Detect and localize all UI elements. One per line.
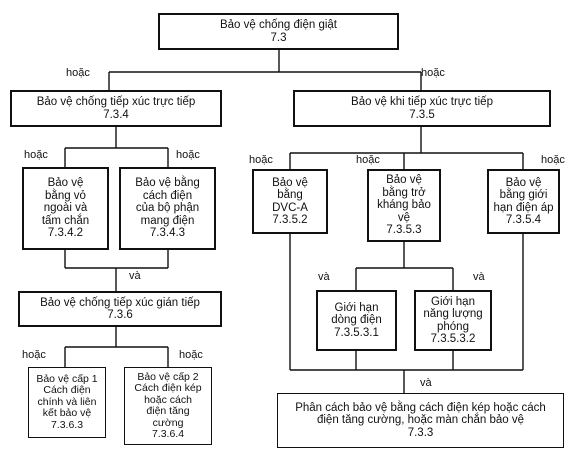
node-code: 7.3.5.2	[272, 214, 308, 226]
node-live-part-insulation: Bảo vệ bằng cách điện của bộ phận mang đ…	[119, 167, 216, 250]
node-code: 7.3.5.3.1	[334, 326, 379, 339]
node-line: Bảo vệ bằng	[135, 177, 200, 190]
node-title: Bảo vệ khi tiếp xúc trực tiếp	[351, 96, 493, 108]
node-line: Giới hạn	[334, 301, 379, 314]
node-code: 7.3.5	[409, 108, 435, 121]
node-voltage-limit: Bảo vệ bằng giới hạn điện áp 7.3.5.4	[487, 169, 560, 234]
node-line: phóng	[437, 320, 469, 333]
node-line: bằng	[277, 189, 303, 201]
node-dvca: Bảo vệ bằng DVC-A 7.3.5.2	[252, 169, 328, 234]
node-protection-level-1: Bảo vệ cấp 1 Cách điện chính và liên kết…	[28, 367, 106, 438]
node-line: dòng điện	[331, 314, 382, 327]
node-line: Cách điện kép	[134, 382, 202, 394]
or-label: hoặc	[249, 154, 273, 166]
node-protective-separation: Phân cách bảo vệ bằng cách điện kép hoặc…	[277, 393, 564, 448]
node-line: hạn điện áp	[493, 201, 554, 214]
node-title: Bảo vệ chống tiếp xúc gián tiếp	[40, 296, 200, 309]
node-code: 7.3.3	[407, 426, 434, 439]
node-line: ngoài và	[43, 202, 88, 215]
node-line: của bộ phận	[135, 202, 200, 215]
node-code: 7.3.6.4	[151, 428, 185, 440]
node-line: Bảo vệ	[272, 176, 308, 189]
node-line: DVC-A	[272, 201, 308, 214]
node-line: điện tăng	[146, 405, 190, 417]
node-line: bằng vỏ	[45, 189, 86, 202]
node-code: 7.3.6	[107, 309, 133, 321]
or-label: hoặc	[66, 67, 90, 79]
node-line: vệ	[397, 211, 411, 224]
node-line: Bảo vệ cấp 1	[36, 372, 98, 385]
or-label: hoặc	[541, 154, 565, 166]
node-line: mang điện	[140, 214, 195, 227]
node-code: 7.3.4.3	[149, 227, 186, 240]
node-current-limit: Giới hạn dòng điện 7.3.5.3.1	[316, 290, 397, 351]
node-protection-when-direct-contact: Bảo vệ khi tiếp xúc trực tiếp 7.3.5	[293, 90, 551, 127]
node-line: điện tăng cường, hoặc màn chắn bảo vệ	[316, 414, 525, 427]
node-line: Bảo vệ cấp 2	[137, 370, 199, 383]
node-line: cường	[152, 416, 184, 429]
node-line: kết bảo vệ	[42, 407, 92, 420]
node-direct-contact-protection: Bảo vệ chống tiếp xúc trực tiếp 7.3.4	[10, 90, 222, 127]
or-label: hoặc	[24, 149, 48, 161]
node-line: Bảo vệ	[386, 174, 422, 187]
node-code: 7.3	[270, 31, 287, 44]
or-label: hoặc	[179, 349, 203, 361]
node-cover-barrier: Bảo vệ bằng vỏ ngoài và tấm chắn 7.3.4.2	[22, 167, 109, 250]
node-line: Bảo vệ	[47, 177, 84, 190]
and-label: và	[420, 377, 432, 389]
node-line: tấm chắn	[41, 214, 90, 227]
node-protection-level-2: Bảo vệ cấp 2 Cách điện kép hoặc cách điệ…	[124, 367, 212, 445]
node-line: kháng bảo	[377, 199, 431, 212]
node-title: Bảo vệ chống tiếp xúc trực tiếp	[36, 96, 196, 108]
node-line: năng lượng	[423, 308, 483, 320]
node-code: 7.3.5.3.2	[430, 333, 476, 345]
node-code: 7.3.4	[103, 108, 129, 121]
node-code: 7.3.5.4	[505, 214, 542, 226]
node-code: 7.3.4.2	[47, 227, 84, 240]
node-line: Bảo vệ	[505, 176, 542, 189]
node-electric-shock-protection: Bảo vệ chống điện giật 7.3	[158, 13, 399, 50]
node-line: bằng giới	[499, 189, 548, 201]
node-line: chính và liên	[37, 395, 97, 408]
node-line: Cách điện	[43, 384, 91, 397]
node-title: Bảo vệ chống điện giật	[219, 19, 337, 31]
and-label: và	[473, 271, 485, 283]
or-label: hoặc	[22, 349, 46, 361]
or-label: hoặc	[176, 149, 200, 161]
and-label: và	[129, 270, 141, 282]
node-line: Giới hạn	[431, 295, 475, 308]
node-indirect-contact-protection: Bảo vệ chống tiếp xúc gián tiếp 7.3.6	[18, 291, 222, 327]
node-protective-impedance: Bảo vệ bằng trở kháng bảo vệ 7.3.5.3	[367, 169, 441, 242]
node-line: hoặc cách	[144, 393, 192, 406]
and-label: và	[318, 271, 330, 283]
node-line: Phân cách bảo vệ bằng cách điện kép hoặc…	[295, 401, 546, 414]
or-label: hoặc	[356, 154, 380, 166]
node-line: cách điện	[142, 189, 193, 202]
node-discharge-energy-limit: Giới hạn năng lượng phóng 7.3.5.3.2	[414, 290, 492, 351]
node-code: 7.3.6.3	[50, 418, 84, 431]
node-code: 7.3.5.3	[386, 224, 422, 237]
node-line: bằng trở	[382, 186, 426, 199]
or-label: hoặc	[421, 67, 445, 79]
